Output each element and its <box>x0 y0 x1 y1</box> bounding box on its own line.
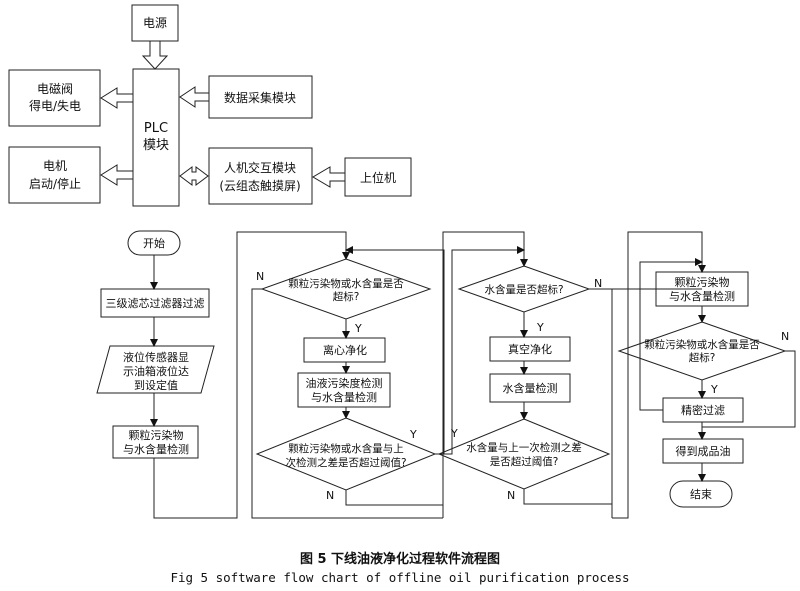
water-label: 水含量检测 <box>503 381 558 395</box>
detect1-box <box>112 425 199 459</box>
dec5-yes-mark: Y <box>710 383 718 396</box>
dec2-no <box>345 490 443 506</box>
level-label-3: 到设定值 <box>134 378 178 392</box>
valve-label-1: 电磁阀 <box>37 81 73 96</box>
motor-label-2: 启动/停止 <box>29 176 81 191</box>
centrifuge-label: 离心净化 <box>323 343 367 357</box>
product-label: 得到成品油 <box>676 444 731 458</box>
hmi-label-1: 人机交互模块 <box>224 160 296 175</box>
detect1-to-dec1 <box>153 231 350 519</box>
level-label-1: 液位传感器显 <box>123 350 189 364</box>
figure-caption-chinese: 图 5 下线油液净化过程软件流程图 <box>299 552 501 567</box>
dec3-yes-mark: Y <box>536 321 544 334</box>
filter3-label: 三级滤芯过滤器过滤 <box>106 296 205 310</box>
vacuum-box <box>489 336 571 362</box>
host-to-hmi-arrow <box>312 166 346 188</box>
plc-box <box>132 68 180 207</box>
dec1-yes-mark: Y <box>354 322 362 335</box>
valve-label-2: 得电/失电 <box>29 98 81 113</box>
level-label-2: 示油箱液位达 <box>123 364 189 378</box>
dec3-no-mark: N <box>594 277 602 290</box>
fine-filter-label: 精密过滤 <box>681 403 725 417</box>
dec3-no <box>589 288 613 518</box>
dec4-no-mark: N <box>507 489 515 502</box>
product-box <box>662 438 744 464</box>
water-box <box>489 373 571 403</box>
fine-filter-box <box>662 397 744 423</box>
figure-caption-english: Fig 5 software flow chart of offline oil… <box>170 570 630 585</box>
block-diagram-labels: 电源 PLC 模块 电磁阀 得电/失电 电机 启动/停止 数据采集模块 人机交互… <box>29 16 396 193</box>
plc-hmi-double-arrow <box>179 166 209 186</box>
dec4-label-1: 水含量与上一次检测之差 <box>466 441 582 454</box>
detect1-label-2: 与水含量检测 <box>123 442 189 456</box>
end-label: 结束 <box>690 488 712 501</box>
motor-label-1: 电机 <box>43 159 67 173</box>
vacuum-label: 真空净化 <box>508 342 552 356</box>
dec2-label-2: 次检测之差是否超过阈值? <box>285 456 406 469</box>
dec5-label-1: 颗粒污染物或水含量是否 <box>644 338 760 351</box>
dec1-label-1: 颗粒污染物或水含量是否 <box>288 277 404 290</box>
daq-box <box>208 75 313 119</box>
valve-box <box>8 69 101 127</box>
dec5-label-2: 超标? <box>689 351 716 364</box>
dec5-diamond <box>617 321 787 381</box>
centrifuge-box <box>303 337 386 363</box>
plc-to-motor-arrow <box>100 164 134 186</box>
col3-to-detect3 <box>612 231 706 519</box>
detect1-label-1: 颗粒污染物 <box>129 428 184 442</box>
dec1-label-2: 超标? <box>333 290 360 303</box>
power-to-plc-arrow <box>141 40 169 70</box>
dec2-no-mark: N <box>326 489 334 502</box>
detect3-label-1: 颗粒污染物 <box>675 275 730 289</box>
flowchart-connectors <box>150 231 796 519</box>
detect2-label-2: 与水含量检测 <box>311 390 377 404</box>
hmi-label-2: (云组态触摸屏) <box>219 179 300 193</box>
branch-marks: N Y Y N Y N Y N Y N <box>256 270 789 502</box>
flowchart-shapes <box>96 230 787 508</box>
host-label: 上位机 <box>360 170 396 185</box>
dec5-no-loop <box>702 350 796 428</box>
start-label: 开始 <box>143 236 165 250</box>
col2-to-dec3 <box>442 231 528 518</box>
dec1-no-mark: N <box>256 270 264 283</box>
dec3-label: 水含量是否超标? <box>484 283 563 296</box>
flowchart-labels: 开始 三级滤芯过滤器过滤 液位传感器显 示油箱液位达 到设定值 颗粒污染物 与水… <box>106 236 761 501</box>
dec1-no <box>251 288 443 519</box>
dec4-label-2: 是否超过阈值? <box>490 455 559 468</box>
host-box <box>344 157 412 197</box>
fine-loop-back <box>639 258 703 411</box>
power-label: 电源 <box>143 16 167 30</box>
dec2-yes-mark: Y <box>409 428 417 441</box>
motor-box <box>8 146 101 204</box>
detect3-label-2: 与水含量检测 <box>669 289 735 303</box>
power-box <box>131 4 179 42</box>
flowchart-canvas: 电源 PLC 模块 电磁阀 得电/失电 电机 启动/停止 数据采集模块 人机交互… <box>8 4 796 519</box>
dec4-no <box>523 489 612 505</box>
level-sensor-parallelogram <box>96 345 215 394</box>
dec4-yes-loop <box>439 246 525 455</box>
dec2-label-1: 颗粒污染物或水含量与上 <box>288 442 404 455</box>
dec4-yes-mark: Y <box>450 427 458 440</box>
dec4-diamond <box>437 418 611 490</box>
plc-label-2: 模块 <box>143 138 169 153</box>
daq-label: 数据采集模块 <box>224 90 296 105</box>
detect2-label-1: 油液污染度检测 <box>306 376 383 390</box>
plc-to-valve-arrow <box>100 87 134 109</box>
daq-to-plc-arrow <box>179 86 210 108</box>
filter3-box <box>100 288 210 318</box>
plc-label-1: PLC <box>144 121 168 136</box>
hmi-box <box>208 147 313 205</box>
dec5-no-mark: N <box>781 330 789 343</box>
detect2-box <box>297 372 391 408</box>
block-diagram <box>8 4 412 207</box>
